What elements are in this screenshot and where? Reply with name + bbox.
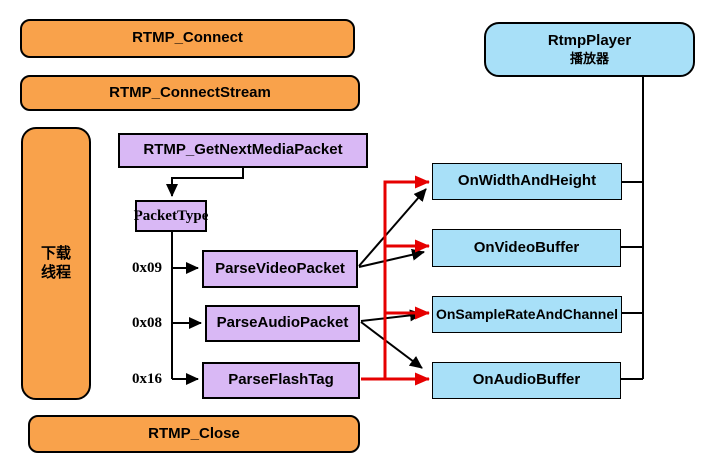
branch-code-0x16: 0x16 (132, 371, 162, 387)
download-thread-label-line2: 线程 (40, 263, 71, 281)
parseflashtag-box: ParseFlashTag (202, 362, 360, 399)
rtmp-close-box: RTMP_Close (28, 415, 360, 453)
getnext-to-packettype-arrow (166, 168, 244, 197)
onsamplerateandchannel-box: OnSampleRateAndChannel (432, 296, 622, 333)
download-thread-label-line1: 下载 (40, 244, 71, 262)
parsevideo-to-onwidthandheight-arrow (358, 188, 427, 267)
rtmp-getnextmediapacket-box: RTMP_GetNextMediaPacket (118, 133, 368, 168)
red-arrows (361, 175, 430, 386)
parseaudio-to-onaudiobuffer-arrow (360, 321, 423, 369)
rtmp-connect-box: RTMP_Connect (20, 19, 355, 58)
rtmpplayer-sublabel: 播放器 (569, 50, 609, 66)
download-thread-box: 下载 线程 (21, 127, 91, 400)
rtmpplayer-box: RtmpPlayer 播放器 (484, 22, 695, 77)
rtmpplayer-label: RtmpPlayer (547, 32, 632, 49)
branch-code-0x08: 0x08 (132, 315, 162, 331)
parsevideo-to-onvideobuffer-arrow (358, 248, 425, 268)
onvideobuffer-box: OnVideoBuffer (432, 229, 621, 267)
onwidthandheight-box: OnWidthAndHeight (432, 163, 622, 200)
onaudiobuffer-box: OnAudioBuffer (432, 362, 621, 399)
branch-code-0x09: 0x09 (132, 260, 162, 276)
rtmp-connectstream-box: RTMP_ConnectStream (20, 75, 360, 111)
packettype-box: PacketType (134, 200, 208, 232)
parsevideopacket-box: ParseVideoPacket (202, 250, 358, 288)
parseaudio-to-onsamplerate-arrow (360, 309, 423, 322)
black-arrows (166, 77, 644, 385)
parseaudiopacket-box: ParseAudioPacket (205, 305, 360, 342)
